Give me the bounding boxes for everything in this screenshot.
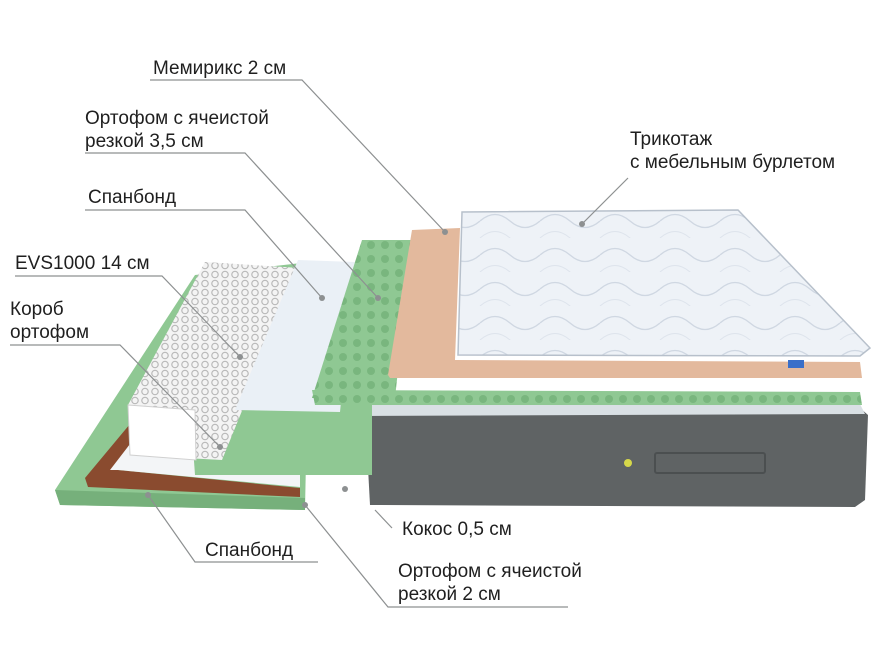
cover-handle <box>654 452 766 474</box>
leader-spunbond-top <box>85 209 323 299</box>
label-kokos: Кокос 0,5 см <box>402 519 512 540</box>
label-memorix: Мемирикс 2 см <box>153 58 287 79</box>
quilted-top-layer <box>457 209 872 357</box>
label-korob-line2: ортофом <box>10 322 90 343</box>
leader-evs <box>15 275 241 358</box>
label-korob-line1: Короб <box>10 299 64 320</box>
spring-block-front <box>127 404 197 461</box>
label-ortofom-top-line1: Ортофом с ячеистой <box>85 108 269 129</box>
ortofom-egg-top-layer <box>312 240 412 398</box>
label-spunbond-bottom: Спанбонд <box>205 540 294 561</box>
label-ortofom-bottom-line1: Ортофом с ячеистой <box>398 561 582 582</box>
leader-trikotazh <box>581 177 629 225</box>
label-spunbond-top: Спанбонд <box>88 187 177 208</box>
label-evs: EVS1000 14 см <box>15 253 150 274</box>
ortofom-egg-slab <box>312 390 862 405</box>
leader-ortofom-bottom <box>304 504 568 608</box>
label-trikotazh-line1: Трикотаж <box>630 129 713 150</box>
leader-memorix <box>150 79 446 233</box>
leader-kokos <box>374 509 393 529</box>
cover-vent <box>624 459 632 467</box>
brand-tag <box>788 360 804 368</box>
label-ortofom-bottom-line2: резкой 2 см <box>398 584 501 605</box>
leader-korob <box>10 344 221 448</box>
cover-block <box>365 408 868 507</box>
leader-spunbond-bottom <box>147 494 318 563</box>
memorix-layer <box>388 228 862 378</box>
leader-ortofom-top <box>85 152 379 299</box>
base-edge <box>55 490 305 510</box>
label-ortofom-top-line2: резкой 3,5 см <box>85 131 204 152</box>
label-trikotazh-line2: с мебельным бурлетом <box>630 152 836 173</box>
